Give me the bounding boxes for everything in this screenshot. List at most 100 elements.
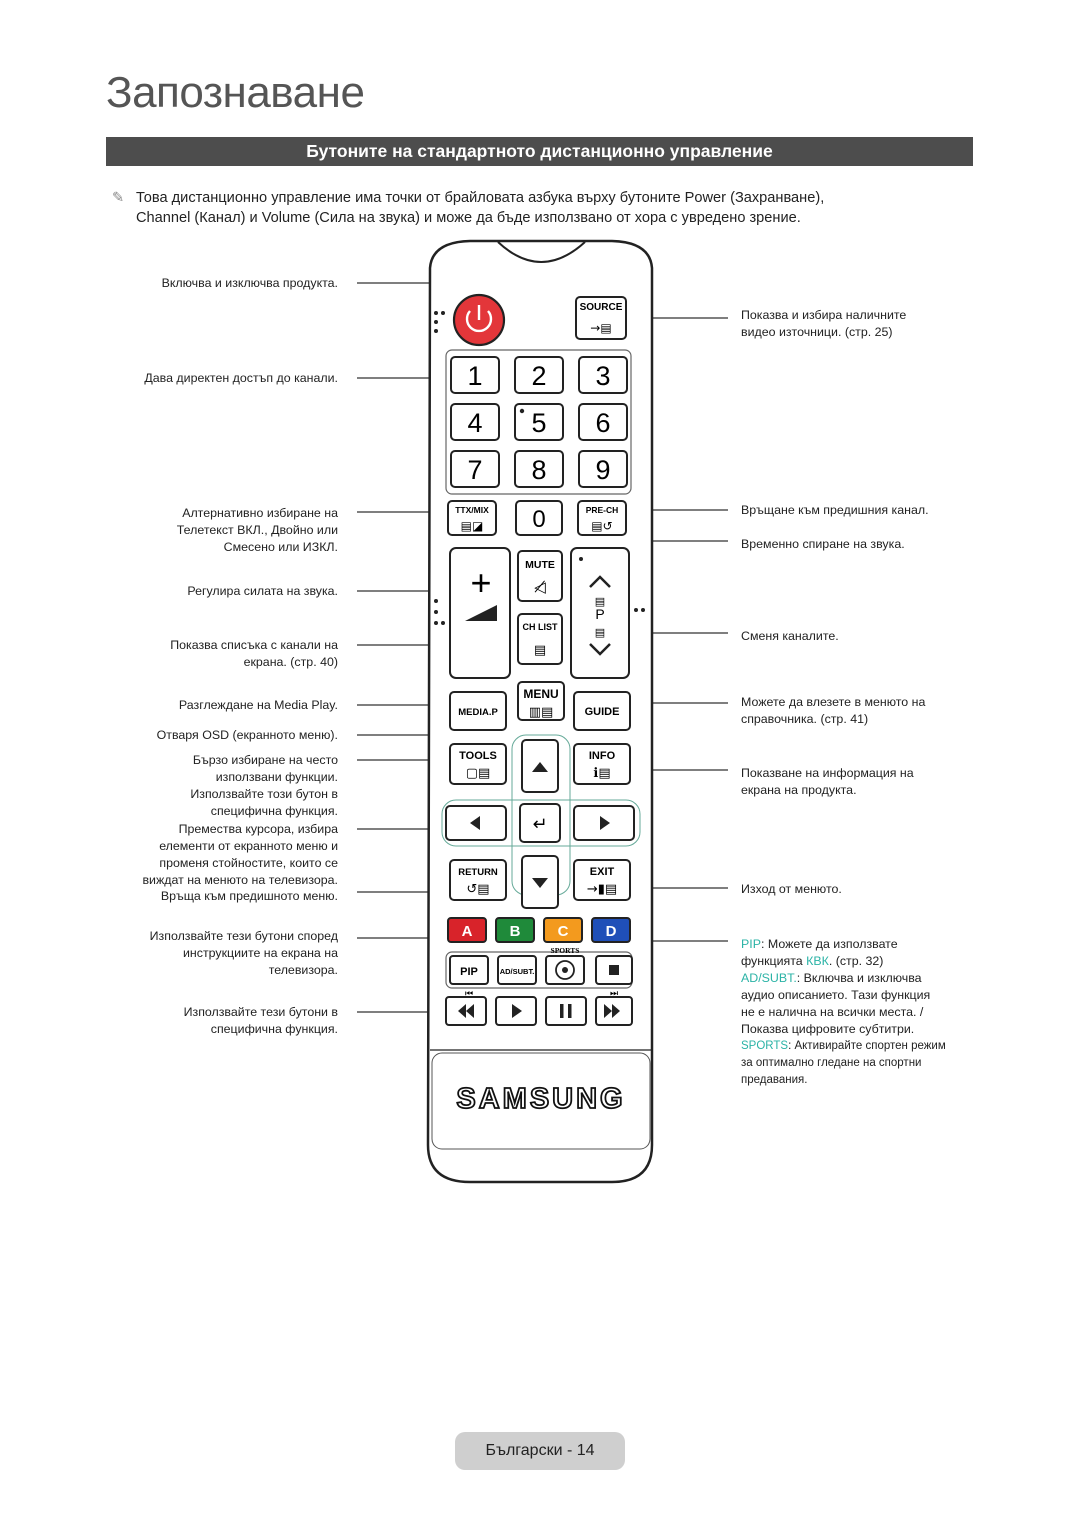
digit-button-8[interactable]	[514, 450, 564, 488]
up-arrow-icon	[532, 762, 548, 772]
digit-label-1: 1	[467, 361, 482, 391]
adsubt-text: : Включва и изключва	[796, 971, 922, 985]
media-p-label: MEDIA.P	[458, 707, 498, 718]
color-button-b[interactable]	[495, 917, 535, 943]
callout-channel: Сменя каналите.	[741, 629, 839, 643]
sports-text: : Активирайте спортен режим	[788, 1040, 946, 1052]
color-button-c[interactable]	[543, 917, 583, 943]
color-button-d[interactable]	[591, 917, 631, 943]
sports-term: SPORTS	[741, 1040, 789, 1052]
callout-volume: Регулира силата на звука.	[187, 584, 338, 598]
exit-button	[573, 859, 631, 901]
info-button	[573, 743, 631, 785]
tools-label: TOOLS	[459, 750, 497, 762]
color-button-label: B	[510, 923, 521, 940]
digit-button-9[interactable]	[578, 450, 628, 488]
digit-button-6[interactable]	[578, 403, 628, 441]
sports-text: за оптимално гледане на спортни	[741, 1057, 922, 1069]
callout-chlist-line: Показва списъка с канали на	[170, 638, 338, 652]
mute-button	[517, 550, 563, 602]
prech-button	[577, 500, 627, 536]
callout-color-line: инструкциите на екрана на	[183, 946, 338, 960]
enter-button	[519, 803, 561, 843]
callout-source-line: видео източници. (стр. 25)	[741, 325, 893, 339]
adsubt-text: аудио описанието. Тази функция	[741, 988, 931, 1002]
callout-return: Връща към предишното меню.	[160, 889, 338, 903]
pip-text: : Можете да използвате	[760, 937, 898, 951]
callout-info-line: екрана на продукта.	[741, 783, 857, 797]
callout-ttx-line: Телетекст ВКЛ., Двойно или	[176, 523, 338, 537]
callout-power: Включва и изключва продукта.	[161, 276, 338, 290]
callout-nav: Премества курсора, избира елементи от ек…	[98, 821, 338, 889]
callout-pip: PIP: Можете да използвате функцията КВК.…	[741, 936, 981, 1089]
volume-icon	[465, 605, 497, 621]
info-icon: ℹ▤	[593, 766, 610, 781]
callout-prech: Връщане към предишния канал.	[741, 503, 929, 517]
callout-info-line: Показване на информация на	[741, 766, 914, 780]
skip-back-icon: ⏮	[465, 989, 473, 999]
channel-info-icon: ▤	[595, 595, 605, 608]
pip-button	[449, 955, 489, 985]
digit-button-4[interactable]	[450, 403, 500, 441]
menu-button	[517, 681, 565, 721]
digit-button-1[interactable]	[450, 356, 500, 394]
volume-rocker	[449, 547, 511, 679]
digit-button-5[interactable]	[514, 403, 564, 441]
callout-tools-line: използвани функции.	[215, 770, 338, 784]
samsung-logo: SAMSUNG	[456, 1083, 625, 1115]
down-arrow-icon	[532, 878, 548, 888]
callout-exit: Изход от менюто.	[741, 882, 842, 896]
callout-color-line: телевизора.	[268, 963, 338, 977]
return-icon: ↺▤	[466, 882, 489, 897]
callout-ttx: Алтернативно избиране на Телетекст ВКЛ.,…	[98, 505, 338, 556]
digit-button-3[interactable]	[578, 356, 628, 394]
source-icon: →▤	[590, 321, 611, 335]
digit-button-2[interactable]	[514, 356, 564, 394]
color-button-label: C	[558, 923, 569, 940]
page-footer: Български - 14	[455, 1432, 625, 1470]
digit-button-7[interactable]	[450, 450, 500, 488]
braille-note: ✎ Това дистанционно управление има точки …	[112, 188, 962, 228]
callout-source: Показва и избира наличните видео източни…	[741, 307, 981, 341]
chlist-button	[517, 613, 563, 665]
channel-list-icon: ▤	[595, 626, 605, 639]
pip-text: функцията	[741, 954, 807, 968]
color-button-label: A	[462, 923, 473, 940]
digit-label-7: 7	[467, 455, 482, 485]
guide-label: GUIDE	[585, 706, 620, 718]
ttx-button	[447, 500, 497, 536]
exit-label: EXIT	[590, 866, 615, 878]
digit-label-6: 6	[595, 408, 610, 438]
stop-icon	[609, 965, 619, 975]
pip-label: PIP	[460, 966, 478, 978]
callout-tools-line: Бързо избиране на често	[192, 753, 338, 767]
channel-rocker	[570, 547, 630, 679]
adsubt-term: AD/SUBT.	[741, 971, 797, 985]
callout-numbers: Дава директен достъп до канали.	[144, 371, 338, 385]
pip-term: PIP	[741, 937, 761, 951]
callout-tools-line: Използвайте този бутон в	[190, 787, 338, 801]
info-label: INFO	[589, 750, 616, 762]
prech-label: PRE-CH	[586, 505, 619, 515]
pause-icon	[560, 1004, 564, 1018]
adsubt-text: не е налична на всички места. /	[741, 1005, 924, 1019]
ttx-label: TTX/MIX	[455, 505, 489, 515]
callout-nav-line: елементи от екранното меню и	[159, 839, 338, 853]
zero-label: 0	[532, 506, 545, 533]
pencil-note-icon: ✎	[112, 190, 125, 206]
callout-chlist-line: екрана. (стр. 40)	[243, 655, 338, 669]
callout-nav-line: виждат на менюто на телевизора.	[142, 873, 338, 887]
callout-tools-line: специфична функция.	[210, 804, 338, 818]
note-line-1: Това дистанционно управление има точки о…	[136, 190, 825, 206]
callout-ttx-line: Алтернативно избиране на	[182, 506, 338, 520]
volume-plus-label: +	[470, 562, 491, 603]
adsubt-button	[497, 955, 537, 985]
pip-text: . (стр. 32)	[828, 954, 884, 968]
callout-color-line: Използвайте тези бутони според	[149, 929, 338, 943]
callout-nav-line: Премества курсора, избира	[178, 822, 338, 836]
color-button-a[interactable]	[447, 917, 487, 943]
callout-playback-line: специфична функция.	[210, 1022, 338, 1036]
media-p-button	[449, 691, 507, 731]
return-button	[449, 859, 507, 901]
callout-ttx-line: Смесено или ИЗКЛ.	[223, 540, 338, 554]
